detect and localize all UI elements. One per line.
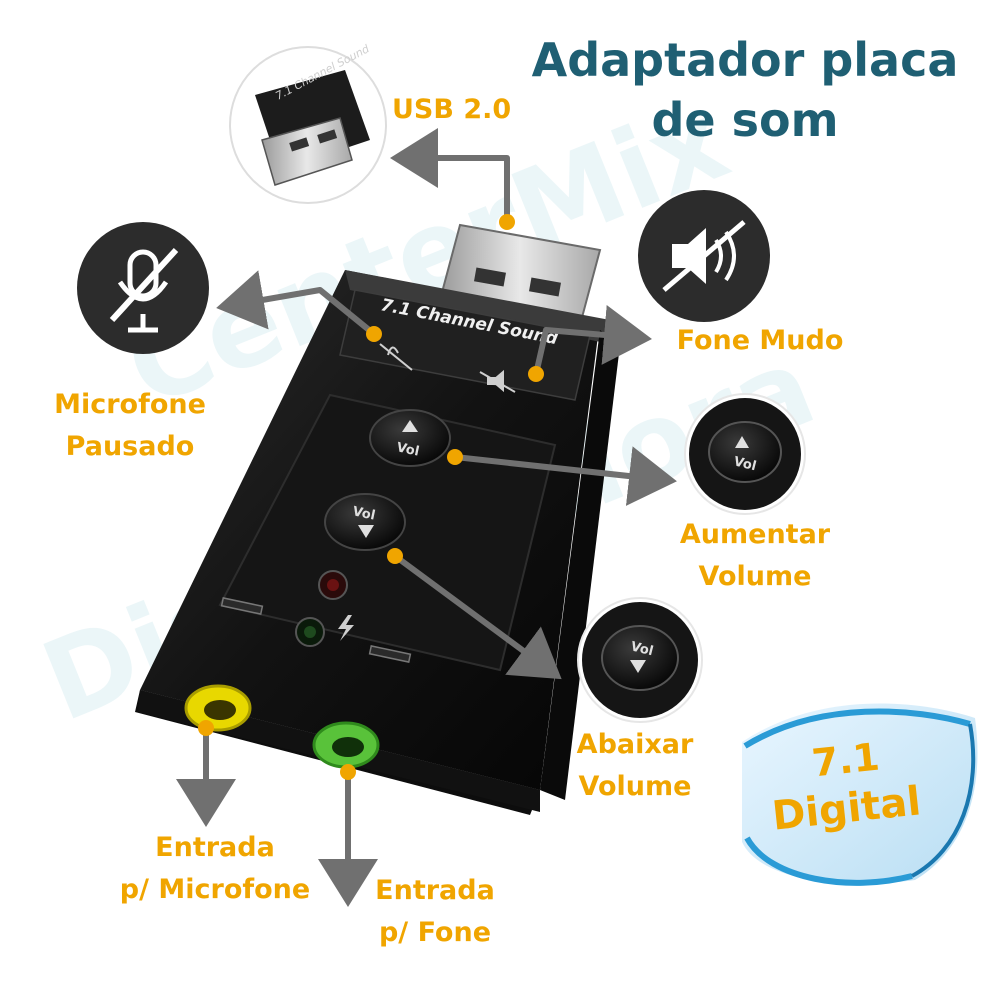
speaker-mute-small-icon xyxy=(479,369,516,393)
label-usb: USB 2.0 xyxy=(392,94,512,125)
callout-arrows xyxy=(176,128,677,907)
headphone-jack xyxy=(312,721,380,769)
arrow-mic-mute xyxy=(216,270,376,337)
vol-down-button: Vol xyxy=(324,493,406,551)
arrow-usb xyxy=(390,128,510,222)
title-line-2: de som xyxy=(651,93,839,147)
label-vol-down: Abaixar Volume xyxy=(576,729,694,802)
vol-down-button-icon: Vol xyxy=(577,597,703,723)
arrow-vol-down xyxy=(393,553,562,680)
mic-jack xyxy=(184,684,252,732)
svg-text:Vol: Vol xyxy=(351,504,376,523)
label-fone-mudo: Fone Mudo xyxy=(676,325,844,356)
vol-up-button: Vol xyxy=(369,409,451,467)
label-headphone-input: Entrada p/ Fone xyxy=(375,875,495,948)
page-title: Adaptador placa de som xyxy=(510,30,980,150)
arrow-vol-up xyxy=(454,446,677,506)
mic-mute-small-icon xyxy=(379,343,413,371)
arrow-fone-mudo xyxy=(533,305,652,375)
usb-plug-icon: 7.1 Channel Sound xyxy=(229,42,387,204)
lightning-icon xyxy=(338,615,354,641)
speaker-muted-icon xyxy=(638,190,770,322)
callout-dots xyxy=(198,214,544,780)
svg-text:Vol: Vol xyxy=(732,454,758,474)
microphone-muted-icon xyxy=(77,222,209,354)
badge-line-1: 7.1 xyxy=(809,734,882,786)
title-line-1: Adaptador placa xyxy=(531,33,959,87)
label-mic-mute: Microfone Pausado xyxy=(54,389,206,462)
digital-7-1-badge xyxy=(742,703,978,886)
label-vol-up: Aumentar Volume xyxy=(679,519,831,592)
svg-text:Vol: Vol xyxy=(629,639,655,659)
svg-text:Vol: Vol xyxy=(395,440,420,459)
label-mic-input: Entrada p/ Microfone xyxy=(119,832,311,905)
vol-up-button-icon: Vol xyxy=(684,393,806,515)
sound-card-device: 7.1 Channel Sound Vol Vol xyxy=(135,223,620,815)
